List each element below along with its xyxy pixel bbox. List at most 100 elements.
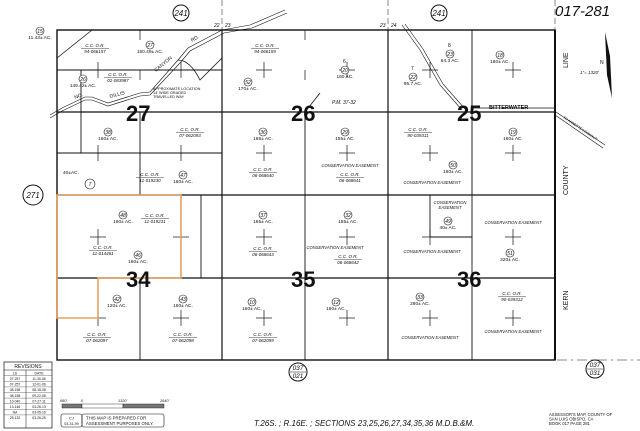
adjacent-map-241-right[interactable]: 241 xyxy=(430,4,448,22)
document-number: 94-066157 xyxy=(84,49,106,54)
parcel-acreage: 149.42± AC. xyxy=(70,83,96,89)
revision-date: 03-26-25 xyxy=(32,416,46,420)
parcel-number-circle xyxy=(247,297,257,307)
cc-or-label: C.C. O.R. xyxy=(253,167,273,172)
parcel-acreage: 320± AC. xyxy=(500,257,520,263)
parcel-number-circle xyxy=(331,297,341,307)
parcel-acreage: 160± AC. xyxy=(113,219,133,225)
parcel-number: 32 xyxy=(345,213,351,219)
recorded-document: C.C. O.R.07-062098 xyxy=(169,332,197,343)
revisions-header: DATE xyxy=(34,372,44,376)
parcel-acreage: 64.3 AC. xyxy=(441,58,459,64)
cc-or-label: C.C. O.R. xyxy=(108,72,128,77)
north-letter: N xyxy=(600,60,604,66)
section-numbers: 27 26 25 34 35 36 xyxy=(126,101,481,292)
recorded-document: C.C. O.R.11-019230 xyxy=(136,172,164,183)
section-corner-label: 23 xyxy=(379,23,386,29)
parcel-number-circle xyxy=(258,127,268,137)
assessor-note-line: ASSESSOR'S MAP, COUNTY OF xyxy=(549,412,613,417)
section-number: 27 xyxy=(126,101,150,126)
revision-ls: NA xyxy=(13,411,18,415)
parcel-number: 23 xyxy=(446,52,453,58)
recorded-document: C.C. O.R.11-019231 xyxy=(141,213,169,224)
parcel-number-circle xyxy=(445,49,455,59)
cc-or-label: C.C. O.R. xyxy=(255,43,275,48)
parcel-number: 38 xyxy=(105,130,111,136)
map-number: 017-281 xyxy=(555,3,610,20)
revision-date: 07-27-11 xyxy=(32,399,45,403)
parcel-number-circle xyxy=(408,72,418,82)
adjacent-map-241-left[interactable]: 241 xyxy=(172,4,190,22)
parcel-number: 15 xyxy=(37,29,43,35)
highlighted-parcel-outline[interactable] xyxy=(56,194,182,319)
adjacent-map-271[interactable]: 271 xyxy=(22,184,44,206)
parcel-number-circle xyxy=(258,210,268,220)
cc-or-label: C.C. O.R. xyxy=(253,332,273,337)
parcel-number: 48 xyxy=(120,213,126,219)
parcel-number-circle xyxy=(505,248,515,258)
adjacent-map-label: 271 xyxy=(25,191,39,200)
parcel-number: 46 xyxy=(135,253,141,259)
document-number: 07-062093 xyxy=(179,133,201,138)
parcel-acreage: 160± AC. xyxy=(173,179,193,185)
legal-description: T.26S. ; R.16E. ; SECTIONS 23,25,26,27,3… xyxy=(254,419,474,428)
recorded-document: C.C. O.R.11-014461 xyxy=(89,245,117,256)
drafter-initials: CJ xyxy=(69,416,74,421)
county-line-label: LINE xyxy=(563,52,570,68)
old-parcel-number: 7 xyxy=(411,66,414,72)
recorded-document: C.C. O.R.90-039311 xyxy=(404,127,432,138)
adjacent-map-label: 241 xyxy=(431,9,445,18)
cc-or-label: C.C. O.R. xyxy=(253,246,273,251)
parcel-number-circle xyxy=(340,127,350,137)
parcel-acreage: 160± AC. xyxy=(128,259,148,265)
conservation-easement-label: CONSERVATION xyxy=(434,200,468,205)
parcel-number-circle xyxy=(145,40,155,50)
parcel-number-circle xyxy=(118,210,128,220)
parcel-number-circle xyxy=(84,178,96,190)
parcel-number-circle xyxy=(78,74,88,84)
section-corner-label: 23 xyxy=(224,23,231,29)
parcel-number: 12 xyxy=(333,300,339,306)
recorded-document: C.C. O.R.94-066159 xyxy=(251,43,279,54)
cc-or-label: C.C. O.R. xyxy=(93,245,113,250)
parcel-number: 26 xyxy=(79,77,86,83)
parcel-7[interactable]: 740±AC. xyxy=(63,170,96,190)
road-label-bitterwater: BITTERWATER xyxy=(489,105,528,111)
parcel-number-circle xyxy=(133,250,143,260)
parcel-number: 33 xyxy=(417,295,423,301)
parcel-number: 52 xyxy=(245,80,251,86)
parcel-acreage: 160 AC. xyxy=(336,74,353,80)
document-number: 07-062098 xyxy=(172,338,194,343)
parcel-acreage: 280± AC. xyxy=(410,301,430,307)
parcel-acreage: 11.43± AC. xyxy=(28,35,51,41)
